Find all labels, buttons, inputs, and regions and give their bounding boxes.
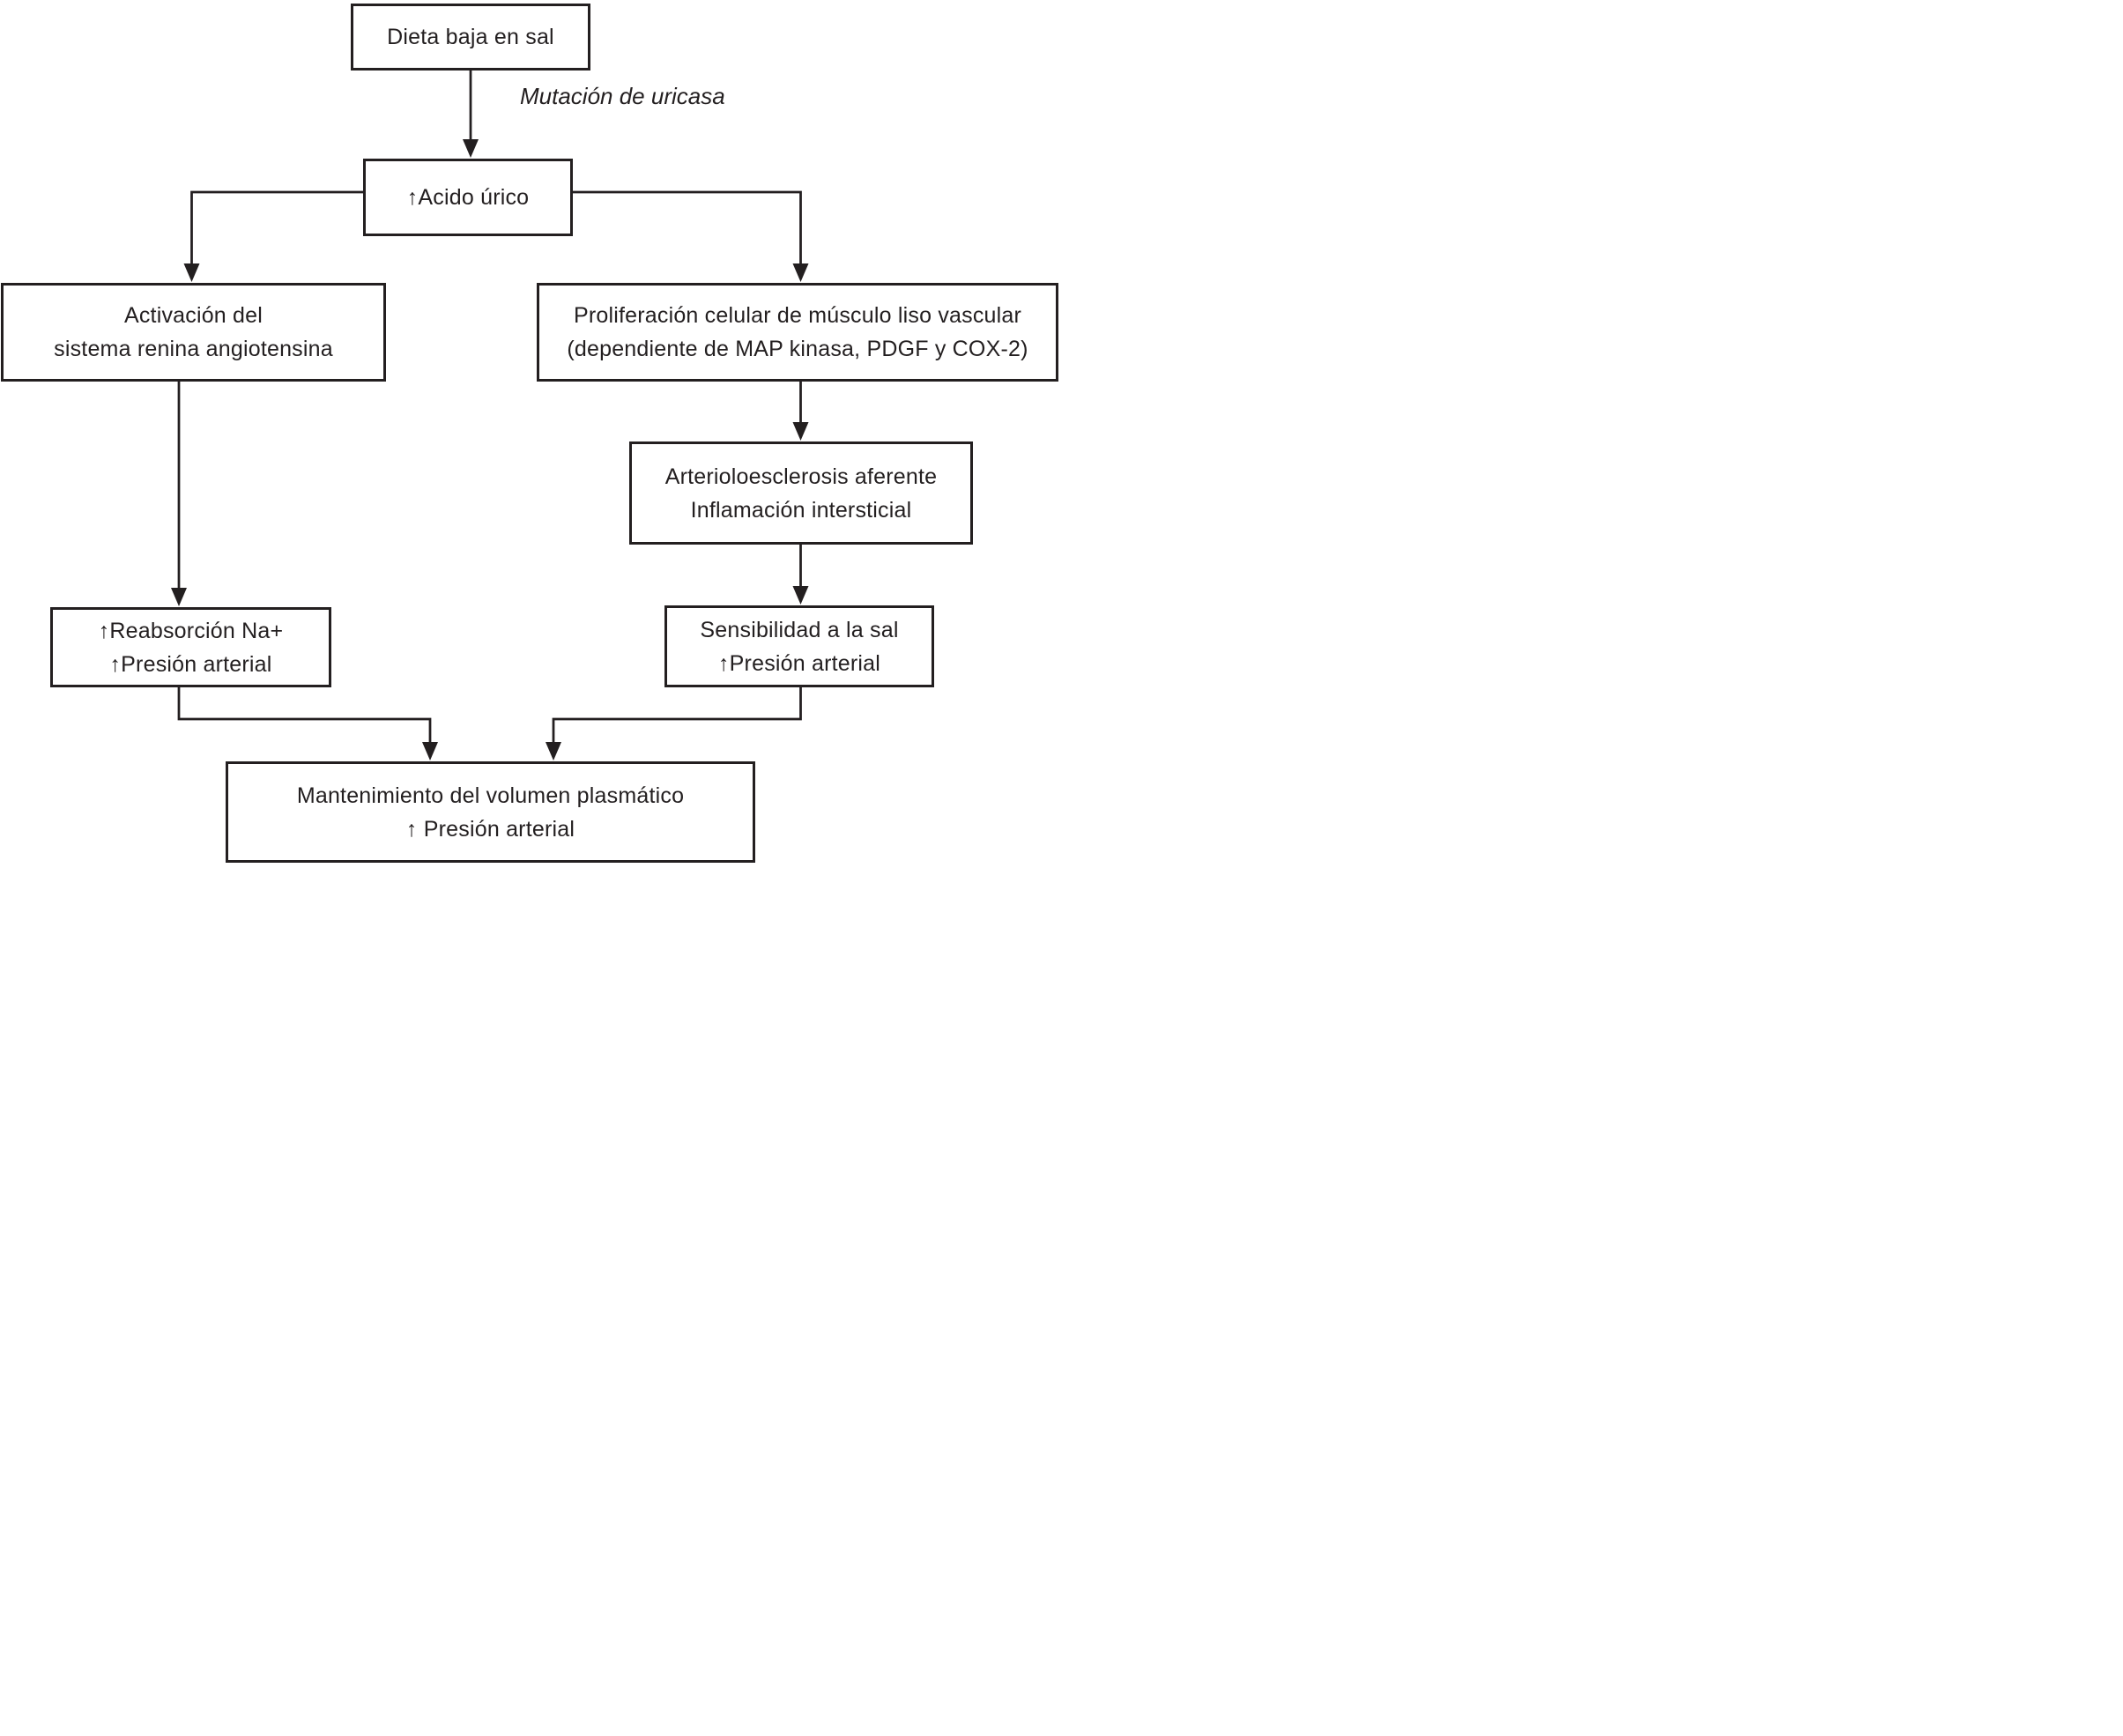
connector-proliferacion-to-arterioloesclerosis [792,382,809,441]
flowchart: Dieta baja en sal Mutación de uricasa ↑A… [0,0,1062,868]
connector-acido-to-proliferacion [573,190,809,282]
node-label-line1: ↑Reabsorción Na+ [98,618,284,643]
connector-dieta-to-acido [463,70,479,158]
connector-line [573,190,802,265]
node-label-line2: ↑Presión arterial [717,650,881,676]
arrowhead-down-icon [422,742,438,760]
node-activacion-sistema-renina-angiotensina: Activación del sistema renina angiotensi… [1,283,386,382]
node-label-line2: sistema renina angiotensina [54,337,333,361]
node-label: ↑Acido úrico [406,185,530,210]
arrowhead-down-icon [792,586,809,605]
node-sensibilidad-a-la-sal: Sensibilidad a la sal ↑Presión arterial [664,605,934,687]
connector-layer [171,70,809,760]
arrowhead-down-icon [792,263,809,282]
node-label-line1: Activación del [123,303,264,328]
arrowhead-down-icon [792,422,809,441]
arrowhead-down-icon [546,742,561,760]
arrowhead-down-icon [183,263,200,282]
node-label-line1: Sensibilidad a la sal [700,617,899,642]
node-label: Dieta baja en sal [387,25,554,49]
node-arterioloesclerosis-aferente: Arterioloesclerosis aferente Inflamación… [629,441,973,545]
arrowhead-down-icon [171,588,187,606]
connector-reabsorcion-to-mantenimiento [177,687,438,760]
node-label-line1: Arterioloesclerosis aferente [664,464,938,489]
node-acido-urico: ↑Acido úrico [363,159,573,236]
connector-line [190,190,363,265]
node-proliferacion-celular-musculo-liso: Proliferación celular de músculo liso va… [537,283,1058,382]
node-label-line2: ↑Presión arterial [109,651,272,677]
connector-activacion-to-reabsorcion [171,382,187,606]
connector-line [552,687,802,744]
connector-arterioloesclerosis-to-sensibilidad [792,545,809,605]
arrowhead-down-icon [463,139,479,158]
node-label-line2: (dependiente de MAP kinasa, PDGF y COX-2… [567,337,1028,361]
node-reabsorcion-na-presion-arterial: ↑Reabsorción Na+ ↑Presión arterial [50,607,331,687]
node-label-line2: Inflamación intersticial [690,497,912,523]
connector-line [177,687,432,744]
node-mantenimiento-volumen-plasmatico: Mantenimiento del volumen plasmático ↑ P… [226,761,755,863]
node-dieta-baja-en-sal: Dieta baja en sal [351,4,590,70]
node-label-line1: Mantenimiento del volumen plasmático [296,783,685,808]
connector-acido-to-activacion [183,190,363,282]
node-label-line2: ↑ Presión arterial [405,816,575,842]
node-label-line1: Proliferación celular de músculo liso va… [573,303,1022,328]
connector-sensibilidad-to-mantenimiento [546,687,802,760]
edge-label-mutacion-de-uricasa: Mutación de uricasa [520,83,725,109]
